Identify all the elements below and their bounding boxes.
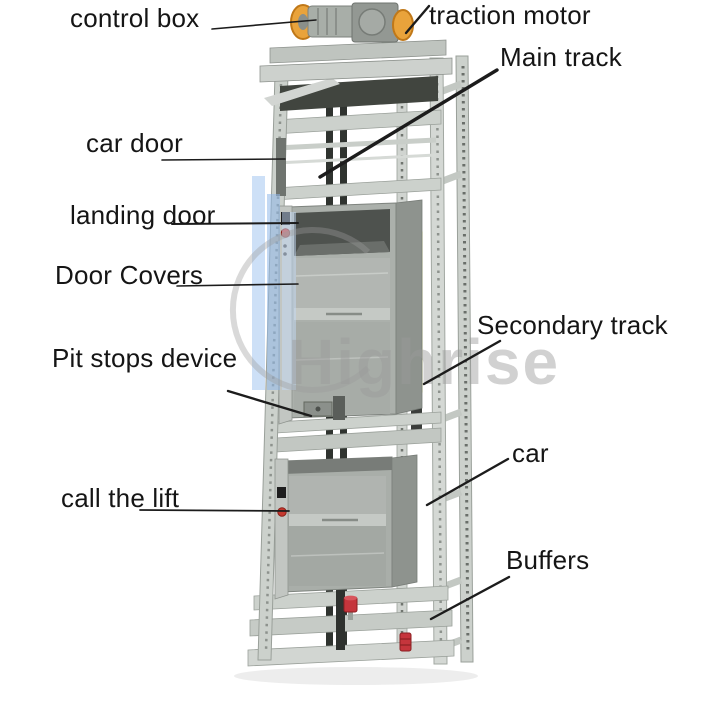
- machine-deck: [259, 39, 453, 111]
- leader-landing-door: [171, 222, 299, 225]
- watermark: Highrise: [229, 176, 560, 398]
- label-main-track: Main track: [500, 42, 622, 72]
- label-traction-motor: traction motor: [429, 0, 591, 30]
- label-car: car: [512, 438, 549, 468]
- watermark-building-bar: [252, 176, 265, 390]
- leader-lines: [139, 4, 511, 621]
- call-panel: [274, 458, 289, 600]
- watermark-building-bar: [282, 212, 296, 390]
- traction-motor-assembly: [290, 2, 414, 43]
- leader-car: [425, 457, 510, 507]
- label-control-box: control box: [70, 3, 200, 33]
- leader-call-the-lift: [139, 509, 290, 512]
- car-door-slot: [276, 138, 286, 196]
- leader-traction-motor: [404, 4, 431, 35]
- ground-shadow: [234, 667, 478, 685]
- leader-car-door: [161, 158, 286, 161]
- drive-pulley-right: [392, 9, 414, 41]
- label-call-the-lift: call the lift: [61, 483, 180, 513]
- upper-frame-beams: [273, 109, 442, 201]
- buffers-group: [343, 595, 412, 652]
- leader-door-covers: [176, 283, 299, 287]
- label-landing-door: landing door: [70, 200, 216, 230]
- leader-pit-stops-device: [226, 389, 313, 418]
- leader-secondary-track: [422, 339, 502, 386]
- leader-buffers: [429, 575, 511, 621]
- leader-control-box: [211, 19, 317, 30]
- watermark-building-bar: [267, 194, 280, 390]
- label-pit-stops-device: Pit stops device: [52, 343, 238, 373]
- buffer-right: [399, 632, 412, 652]
- label-car-door: car door: [86, 128, 183, 158]
- pit-stops-mechanism: [303, 396, 345, 420]
- label-door-covers: Door Covers: [55, 260, 204, 290]
- lower-car: [274, 454, 418, 600]
- label-buffers: Buffers: [506, 545, 590, 575]
- front-right-post: [429, 57, 448, 665]
- watermark-swoosh: [229, 227, 371, 393]
- leader-main-track: [318, 68, 499, 179]
- label-secondary-track: Secondary track: [477, 310, 668, 340]
- watermark-text: Highrise: [288, 326, 560, 398]
- call-button: [277, 507, 287, 517]
